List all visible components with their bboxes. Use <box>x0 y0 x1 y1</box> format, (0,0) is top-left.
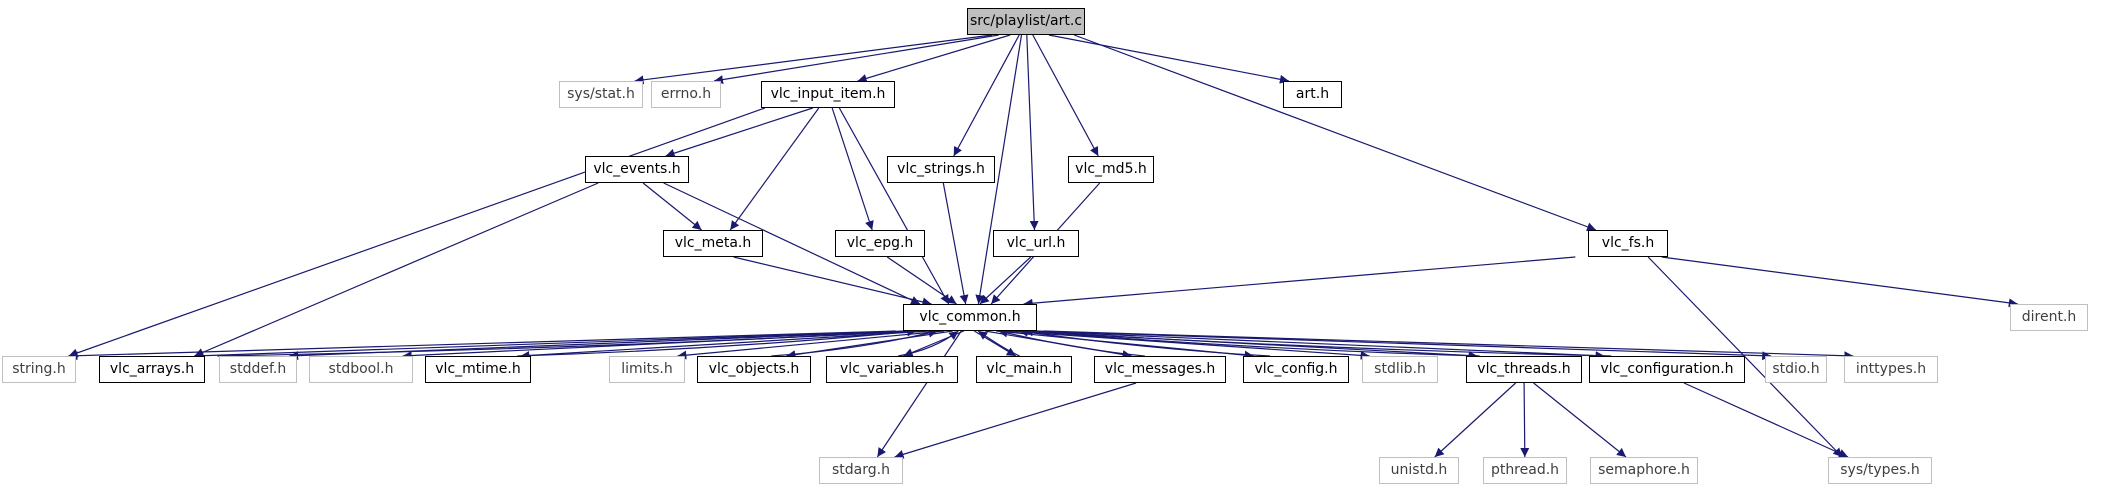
edge-vlc-objects-to-vlc-common <box>771 328 938 357</box>
edge-art-c-to-art-h <box>1048 34 1290 84</box>
node-sys-types: sys/types.h <box>1828 457 1932 484</box>
edge-vlc-fs-to-sys-types <box>1647 256 1843 458</box>
edge-vlc-events-to-vlc-arrays <box>194 182 599 357</box>
node-vlc-strings[interactable]: vlc_strings.h <box>887 156 995 183</box>
edge-vlc-common-to-inttypes <box>1043 330 1854 361</box>
node-vlc-configuration[interactable]: vlc_configuration.h <box>1589 356 1745 383</box>
edge-art-c-to-vlc-url <box>1026 34 1039 231</box>
edge-art-c-to-errno <box>713 34 999 85</box>
edge-vlc-messages-to-vlc-common <box>998 328 1145 357</box>
edge-vlc-arrays-to-vlc-common <box>217 326 917 357</box>
edge-vlc-epg-to-vlc-common <box>886 256 957 305</box>
edge-art-c-to-vlc-strings <box>953 34 1020 157</box>
edge-vlc-common-to-vlc-arrays <box>194 330 905 361</box>
node-unistd: unistd.h <box>1379 457 1459 484</box>
node-vlc-config[interactable]: vlc_config.h <box>1243 356 1349 383</box>
node-errno: errno.h <box>651 81 721 108</box>
edge-vlc-messages-to-stdarg <box>894 382 1137 459</box>
edge-vlc-fs-to-dirent <box>1661 256 2018 308</box>
node-vlc-arrays[interactable]: vlc_arrays.h <box>99 356 205 383</box>
edge-vlc-threads-to-unistd <box>1434 382 1517 458</box>
node-vlc-md5[interactable]: vlc_md5.h <box>1068 156 1154 183</box>
edge-vlc-common-to-stdlib <box>1004 330 1370 360</box>
node-semaphore: semaphore.h <box>1590 457 1698 484</box>
node-stdlib: stdlib.h <box>1362 356 1438 383</box>
edge-art-c-to-vlc-md5 <box>1032 34 1099 157</box>
edge-art-c-to-vlc-input-item <box>857 34 1011 83</box>
edge-art-c-to-vlc-fs <box>1073 34 1597 232</box>
edge-vlc-input-item-to-string-h <box>68 107 766 358</box>
node-dirent: dirent.h <box>2010 304 2088 331</box>
node-vlc-threads[interactable]: vlc_threads.h <box>1466 356 1582 383</box>
edge-vlc-configuration-to-sys-types <box>1683 382 1849 458</box>
node-vlc-meta[interactable]: vlc_meta.h <box>663 230 763 257</box>
edge-vlc-variables-to-vlc-common <box>898 330 959 357</box>
node-vlc-main[interactable]: vlc_main.h <box>976 356 1072 383</box>
node-art-c: src/playlist/art.c <box>967 8 1085 35</box>
edge-vlc-threads-to-vlc-common <box>1023 327 1480 357</box>
node-art-h[interactable]: art.h <box>1283 81 1342 108</box>
edge-vlc-common-to-string-h <box>68 330 896 361</box>
edge-vlc-url-to-vlc-common <box>979 256 1032 305</box>
edge-vlc-mtime-to-vlc-common <box>517 327 917 357</box>
edge-vlc-threads-to-semaphore <box>1533 382 1627 458</box>
edge-vlc-main-to-vlc-common <box>977 330 1020 357</box>
node-stddef: stddef.h <box>219 356 297 383</box>
edge-vlc-configuration-to-vlc-common <box>1023 327 1612 357</box>
edge-vlc-fs-to-vlc-common <box>1023 256 1576 308</box>
edge-vlc-common-to-vlc-configuration <box>1025 330 1605 361</box>
edge-vlc-common-to-stdarg <box>876 330 962 458</box>
edge-vlc-input-item-to-vlc-epg <box>831 107 874 231</box>
node-vlc-mtime[interactable]: vlc_mtime.h <box>425 356 531 383</box>
edge-vlc-input-item-to-vlc-meta <box>729 107 820 231</box>
node-vlc-input-item[interactable]: vlc_input_item.h <box>761 81 895 108</box>
node-stdarg: stdarg.h <box>819 457 903 484</box>
node-inttypes: inttypes.h <box>1844 356 1938 383</box>
edge-vlc-config-to-vlc-common <box>1018 327 1270 357</box>
node-pthread: pthread.h <box>1483 457 1567 484</box>
node-vlc-epg[interactable]: vlc_epg.h <box>835 230 925 257</box>
node-stdbool: stdbool.h <box>309 356 413 383</box>
node-vlc-messages[interactable]: vlc_messages.h <box>1094 356 1226 383</box>
node-vlc-common[interactable]: vlc_common.h <box>903 304 1037 331</box>
node-vlc-variables[interactable]: vlc_variables.h <box>826 356 958 383</box>
node-vlc-objects[interactable]: vlc_objects.h <box>697 356 811 383</box>
edge-vlc-meta-to-vlc-common <box>733 256 932 307</box>
edge-vlc-threads-to-pthread <box>1520 382 1530 458</box>
edge-vlc-strings-to-vlc-common <box>942 182 969 305</box>
node-vlc-events[interactable]: vlc_events.h <box>585 156 689 183</box>
node-string-h: string.h <box>2 356 76 383</box>
node-vlc-fs[interactable]: vlc_fs.h <box>1588 230 1668 257</box>
node-limits: limits.h <box>609 356 685 383</box>
node-stdio: stdio.h <box>1765 356 1827 383</box>
edge-art-c-to-sys-stat <box>634 34 993 85</box>
edge-vlc-common-to-vlc-main <box>974 330 1017 357</box>
edge-art-c-to-vlc-common <box>975 34 1023 305</box>
node-sys-stat: sys/stat.h <box>559 81 643 108</box>
edge-vlc-input-item-to-vlc-common <box>838 107 950 305</box>
node-vlc-url[interactable]: vlc_url.h <box>993 230 1079 257</box>
edge-vlc-input-item-to-vlc-events <box>665 107 813 158</box>
edge-vlc-events-to-vlc-meta <box>642 182 702 231</box>
edge-vlc-events-to-vlc-common <box>663 182 921 305</box>
